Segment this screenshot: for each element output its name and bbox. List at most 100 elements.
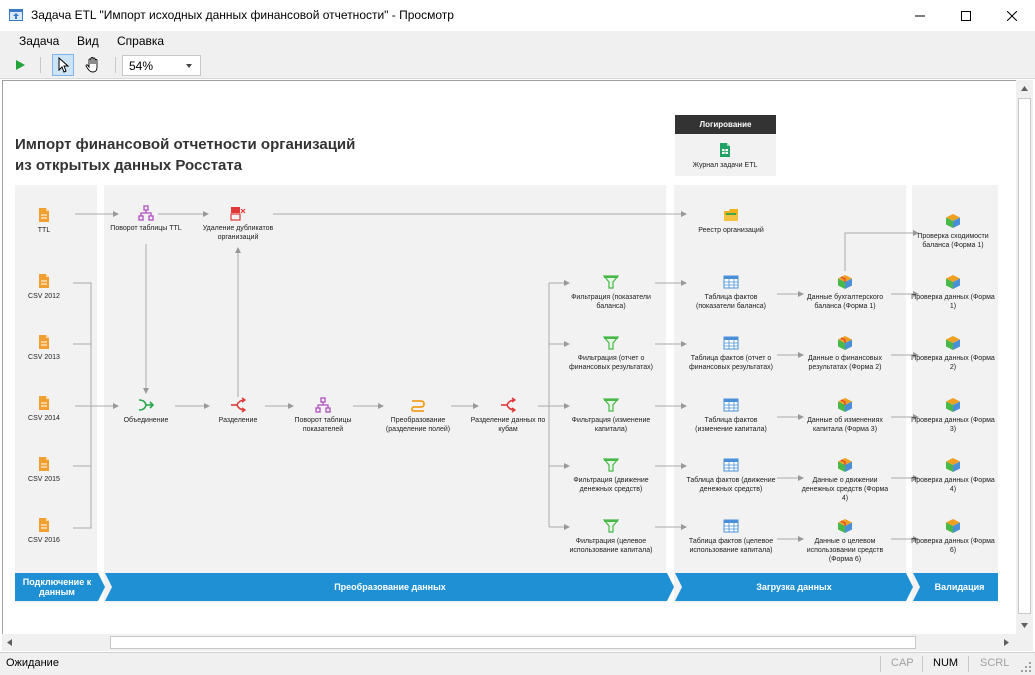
status-separator: [968, 656, 969, 672]
node-pivot-indicators[interactable]: Поворот таблицы показателей: [278, 397, 368, 434]
node-label: Таблица фактов (показатели баланса): [695, 294, 767, 310]
menu-item-task[interactable]: Задача: [19, 34, 60, 48]
node-label: Проверка данных (Форма 1): [911, 294, 995, 310]
node-filter-balance[interactable]: Фильтрация (показатели баланса): [566, 274, 656, 311]
node-label: Таблица фактов (целевое использование ка…: [688, 538, 774, 554]
horizontal-scrollbar[interactable]: [2, 634, 1016, 651]
node-fact-capital[interactable]: Таблица фактов (изменение капитала): [686, 397, 776, 434]
node-fact-results[interactable]: Таблица фактов (отчет о финансовых резул…: [686, 335, 776, 372]
node-label: Фильтрация (изменение капитала): [571, 417, 651, 433]
node-split[interactable]: Разделение: [193, 397, 283, 425]
minimize-button[interactable]: [897, 0, 943, 31]
node-cube-cashflow[interactable]: Данные о движении денежных средств (Форм…: [800, 457, 890, 503]
cube-icon: [838, 275, 852, 289]
node-fact-target[interactable]: Таблица фактов (целевое использование ка…: [686, 518, 776, 555]
scroll-up-icon[interactable]: [1021, 86, 1028, 91]
zoom-select[interactable]: 54%: [122, 55, 201, 76]
cube-check-icon: [946, 275, 960, 289]
node-split-cubes[interactable]: Разделение данных по кубам: [463, 397, 553, 434]
hand-tool-button[interactable]: [82, 54, 104, 76]
node-label: Таблица фактов (отчет о финансовых резул…: [689, 355, 773, 371]
node-label: Преобразование (разделение полей): [385, 417, 451, 433]
vertical-scrollbar[interactable]: [1016, 80, 1033, 634]
table-icon: [723, 458, 739, 472]
node-label: Реестр организаций: [698, 227, 764, 234]
node-label: CSV 2015: [28, 476, 60, 483]
node-label: Фильтрация (отчет о финансовых результат…: [569, 355, 653, 371]
node-check-form2[interactable]: Проверка данных (Форма 2): [908, 335, 998, 372]
node-union[interactable]: Объединение: [101, 397, 191, 425]
node-fact-balance[interactable]: Таблица фактов (показатели баланса): [686, 274, 776, 311]
title-bar: Задача ETL "Импорт исходных данных финан…: [0, 0, 1035, 31]
node-label: Таблица фактов (изменение капитала): [695, 417, 767, 433]
panel-transform: [104, 185, 666, 603]
filter-icon: [603, 458, 619, 472]
filter-icon: [603, 275, 619, 289]
file-icon: [39, 518, 49, 532]
node-label: CSV 2012: [28, 293, 60, 300]
node-check-balance[interactable]: Проверка сходимости баланса (Форма 1): [908, 213, 998, 250]
node-label: Проверка сходимости баланса (Форма 1): [917, 233, 989, 249]
node-check-form6[interactable]: Проверка данных (Форма 6): [908, 518, 998, 555]
folder-icon: [724, 209, 738, 221]
node-pivot-ttl[interactable]: Поворот таблицы TTL: [101, 205, 191, 233]
node-label: Проверка данных (Форма 6): [911, 538, 995, 554]
node-cube-balance[interactable]: Данные бухгалтерского баланса (Форма 1): [800, 274, 890, 311]
node-label: Разделение: [218, 417, 258, 424]
scroll-down-icon[interactable]: [1021, 623, 1028, 628]
band-load: Загрузка данных: [756, 582, 832, 592]
node-source-csv-2016[interactable]: CSV 2016: [3, 517, 89, 545]
node-source-ttl[interactable]: TTL: [3, 207, 89, 235]
band-transform: Преобразование данных: [334, 582, 446, 592]
node-check-form4[interactable]: Проверка данных (Форма 4): [908, 457, 998, 494]
status-separator: [922, 656, 923, 672]
node-check-form1[interactable]: Проверка данных (Форма 1): [908, 274, 998, 311]
cube-check-icon: [946, 336, 960, 350]
resize-grip-icon[interactable]: [1020, 661, 1031, 672]
file-icon: [39, 396, 49, 410]
node-source-csv-2015[interactable]: CSV 2015: [3, 456, 89, 484]
node-convert[interactable]: Преобразование (разделение полей): [373, 397, 463, 434]
node-registry[interactable]: Реестр организаций: [686, 207, 776, 235]
select-tool-button[interactable]: [52, 54, 74, 76]
close-icon: [1007, 10, 1017, 21]
spreadsheet-file-icon: [720, 143, 730, 157]
node-filter-cashflow[interactable]: Фильтрация (движение денежных средств): [566, 457, 656, 494]
node-source-csv-2012[interactable]: CSV 2012: [3, 273, 89, 301]
maximize-button[interactable]: [943, 0, 989, 31]
node-cube-capital[interactable]: Данные об изменениях капитала (Форма 3): [800, 397, 890, 434]
node-source-csv-2013[interactable]: CSV 2013: [3, 334, 89, 362]
node-label: Разделение данных по кубам: [470, 417, 546, 433]
close-button[interactable]: [989, 0, 1035, 31]
scroll-right-icon[interactable]: [1004, 639, 1009, 646]
node-label: Данные об изменениях капитала (Форма 3): [807, 417, 883, 433]
node-source-csv-2014[interactable]: CSV 2014: [3, 395, 89, 423]
node-filter-capital[interactable]: Фильтрация (изменение капитала): [566, 397, 656, 434]
run-button[interactable]: [9, 54, 31, 76]
vertical-scroll-thumb[interactable]: [1018, 98, 1031, 614]
node-etl-log[interactable]: Журнал задачи ETL: [680, 142, 770, 170]
scroll-left-icon[interactable]: [7, 639, 12, 646]
node-dedupe[interactable]: Удаление дубликатов организаций: [193, 205, 283, 242]
horizontal-scroll-thumb[interactable]: [110, 636, 916, 649]
node-filter-target[interactable]: Фильтрация (целевое использование капита…: [566, 518, 656, 555]
file-icon: [39, 208, 49, 222]
menu-item-help[interactable]: Справка: [117, 34, 165, 48]
node-cube-target[interactable]: Данные о целевом использовании средств (…: [800, 518, 890, 564]
cube-check-icon: [946, 519, 960, 533]
pivot-icon: [315, 397, 331, 413]
panel-validate: [912, 185, 998, 603]
diagram-canvas[interactable]: Импорт финансовой отчетности организаций…: [2, 80, 1016, 634]
window-title: Задача ETL "Импорт исходных данных финан…: [31, 8, 454, 22]
file-icon: [39, 335, 49, 349]
node-fact-cashflow[interactable]: Таблица фактов (движение денежных средст…: [686, 457, 776, 494]
node-cube-results[interactable]: Данные о финансовых результатах (Форма 2…: [800, 335, 890, 372]
node-filter-results[interactable]: Фильтрация (отчет о финансовых результат…: [566, 335, 656, 372]
cube-check-icon: [946, 214, 960, 228]
table-icon: [723, 336, 739, 350]
status-scrl: SCRL: [980, 657, 1010, 669]
node-check-form3[interactable]: Проверка данных (Форма 3): [908, 397, 998, 434]
menu-item-view[interactable]: Вид: [77, 34, 99, 48]
union-icon: [138, 399, 154, 411]
cube-check-icon: [946, 458, 960, 472]
